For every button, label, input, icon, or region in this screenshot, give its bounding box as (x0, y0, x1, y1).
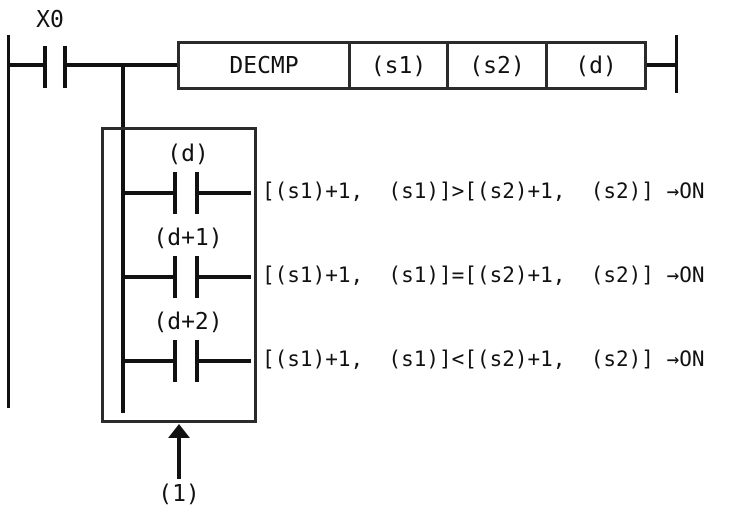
contact-d2-wire-right (199, 359, 251, 363)
x0-contact-label: X0 (36, 7, 64, 33)
contact-d2-wire-left (123, 359, 175, 363)
condition-less: [(s1)+1, (s1)]<[(s2)+1, (s2)] →ON (262, 347, 705, 371)
instruction-name-cell: DECMP (229, 52, 299, 79)
contact-d-pole-right (195, 172, 199, 214)
contact-d1-wire-right (199, 275, 251, 279)
operand-d-cell: (d) (545, 44, 644, 87)
branch-wire (121, 63, 125, 413)
operand-s2-cell: (s2) (446, 44, 545, 87)
left-power-rail (7, 35, 10, 408)
callout-arrow-stem (177, 437, 181, 479)
contact-d2-pole-left (173, 340, 177, 382)
contact-d-wire-right (199, 191, 251, 195)
contact-d-wire-left (123, 191, 175, 195)
contact-d2-pole-right (195, 340, 199, 382)
rung-wire-right (647, 63, 677, 67)
condition-greater: [(s1)+1, (s1)]>[(s2)+1, (s2)] →ON (262, 179, 705, 203)
right-power-rail (675, 35, 678, 93)
contact-d2-label: (d+2) (153, 309, 223, 335)
contact-d-pole-left (173, 172, 177, 214)
contact-d1-pole-right (195, 256, 199, 298)
x0-contact-pole-left (43, 46, 47, 88)
contact-d-label: (d) (167, 141, 209, 167)
callout-arrow-icon (168, 424, 190, 438)
contact-d1-wire-left (123, 275, 175, 279)
callout-label: (1) (158, 481, 200, 507)
contact-d1-label: (d+1) (153, 225, 223, 251)
condition-equal: [(s1)+1, (s1)]=[(s2)+1, (s2)] →ON (262, 263, 705, 287)
x0-contact-pole-right (63, 46, 67, 88)
rung-wire-left (7, 63, 45, 67)
instruction-block: DECMP (s1) (s2) (d) (177, 41, 647, 90)
result-contacts-box (101, 127, 257, 423)
operand-s1-cell: (s1) (348, 44, 446, 87)
contact-d1-pole-left (173, 256, 177, 298)
